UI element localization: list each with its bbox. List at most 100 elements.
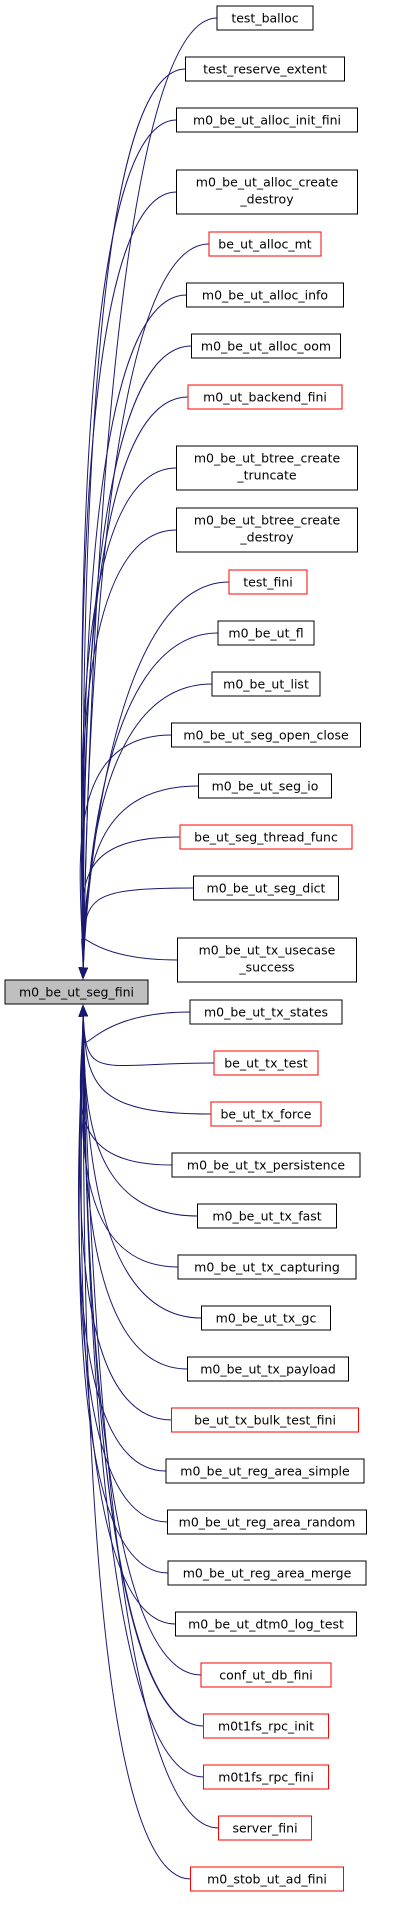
- caller-node[interactable]: be_ut_seg_thread_func: [179, 824, 353, 850]
- caller-node-label: m0_be_ut_alloc_init_fini: [193, 113, 341, 128]
- caller-node-box: [176, 445, 358, 491]
- caller-node[interactable]: m0_be_ut_tx_states: [189, 999, 343, 1025]
- call-edge: [79, 1005, 173, 1166]
- call-edge-arrowhead: [78, 1004, 89, 1017]
- caller-node[interactable]: m0_be_ut_alloc_info: [186, 282, 344, 308]
- caller-node[interactable]: m0_be_ut_tx_persistence: [171, 1152, 361, 1178]
- root-node-label: m0_be_ut_seg_fini: [19, 985, 134, 1000]
- caller-node-box: [187, 1356, 349, 1382]
- caller-node-box: [210, 1101, 322, 1127]
- call-edges: [78, 17, 230, 1880]
- caller-node-label: m0_be_ut_btree_create: [194, 513, 341, 528]
- caller-node[interactable]: m0_be_ut_reg_area_simple: [165, 1458, 365, 1484]
- caller-node-label: m0_be_ut_alloc_info: [202, 288, 328, 303]
- caller-node[interactable]: m0_be_ut_seg_io: [198, 773, 332, 799]
- caller-node-label: m0_be_ut_seg_io: [212, 779, 319, 794]
- caller-node-label: m0_be_ut_dtm0_log_test: [188, 1617, 344, 1632]
- caller-node-label: m0t1fs_rpc_init: [218, 1719, 314, 1734]
- caller-node[interactable]: m0_be_ut_tx_usecase_success: [177, 937, 357, 983]
- caller-node-box: [189, 999, 343, 1025]
- caller-node-box: [228, 569, 308, 595]
- caller-node[interactable]: m0_stob_ut_ad_fini: [190, 1866, 344, 1892]
- caller-node-box: [203, 1764, 329, 1790]
- call-edge-arrowhead: [78, 967, 89, 980]
- caller-node[interactable]: m0_be_ut_reg_area_merge: [167, 1560, 367, 1586]
- caller-node[interactable]: conf_ut_db_fini: [200, 1662, 332, 1688]
- caller-nodes: test_balloc test_reserve_extent m0_be_ut_a…: [165, 5, 367, 1892]
- call-edge: [82, 1005, 191, 1880]
- caller-node[interactable]: be_ut_tx_bulk_test_fini: [171, 1407, 359, 1433]
- root-node[interactable]: m0_be_ut_seg_fini: [4, 979, 149, 1005]
- caller-node[interactable]: be_ut_tx_test: [213, 1050, 319, 1076]
- caller-node-box: [200, 1662, 332, 1688]
- root-node-box: [4, 979, 149, 1005]
- caller-node-box: [176, 169, 358, 215]
- caller-node[interactable]: m0_be_ut_btree_create_truncate: [176, 445, 358, 491]
- caller-node[interactable]: be_ut_alloc_mt: [208, 231, 322, 257]
- caller-node-box: [211, 671, 321, 697]
- caller-node-label: _success: [238, 960, 294, 975]
- caller-node-label: be_ut_tx_test: [224, 1056, 308, 1071]
- caller-node-label: m0_be_ut_tx_states: [204, 1005, 328, 1020]
- caller-node-label: m0_be_ut_reg_area_simple: [180, 1464, 350, 1479]
- caller-node[interactable]: server_fini: [218, 1815, 312, 1841]
- caller-node[interactable]: m0_be_ut_seg_dict: [193, 875, 339, 901]
- caller-node[interactable]: m0_be_ut_btree_create _destroy: [176, 507, 358, 553]
- caller-node-label: m0_be_ut_tx_persistence: [187, 1158, 346, 1173]
- caller-node-box: [171, 1407, 359, 1433]
- caller-node-box: [190, 1866, 344, 1892]
- call-edge: [80, 191, 177, 979]
- caller-node-box: [218, 1815, 312, 1841]
- caller-node[interactable]: m0_be_ut_alloc_create _destroy: [176, 169, 358, 215]
- caller-node-box: [197, 1203, 337, 1229]
- caller-node[interactable]: m0_be_ut_tx_capturing: [177, 1254, 357, 1280]
- caller-node-box: [165, 1458, 365, 1484]
- call-edge: [82, 1005, 191, 1043]
- caller-node-box: [213, 1050, 319, 1076]
- caller-node-label: m0_be_ut_alloc_oom: [201, 339, 331, 354]
- caller-node[interactable]: m0_be_ut_alloc_init_fini: [176, 107, 358, 133]
- caller-node-label: _destroy: [239, 530, 294, 545]
- caller-node-box: [171, 722, 361, 748]
- caller-node[interactable]: m0_be_ut_tx_gc: [201, 1305, 331, 1331]
- caller-node[interactable]: m0t1fs_rpc_fini: [203, 1764, 329, 1790]
- caller-node-label: _destroy: [239, 192, 294, 207]
- call-edge: [79, 1005, 172, 1421]
- caller-node-label: m0_be_ut_tx_fast: [212, 1209, 321, 1224]
- caller-node-box: [186, 282, 344, 308]
- caller-node-label: test_balloc: [231, 11, 298, 26]
- caller-node-box: [217, 620, 315, 646]
- caller-node[interactable]: m0_be_ut_reg_area_random: [167, 1509, 367, 1535]
- caller-node[interactable]: test_fini: [228, 569, 308, 595]
- caller-node[interactable]: m0_be_ut_dtm0_log_test: [175, 1611, 357, 1637]
- caller-node-label: m0_be_ut_alloc_create: [196, 175, 339, 190]
- caller-node-label: m0_stob_ut_ad_fini: [207, 1872, 327, 1887]
- caller-node-label: m0_be_ut_fl: [228, 626, 303, 641]
- caller-node[interactable]: m0_be_ut_tx_payload: [187, 1356, 349, 1382]
- call-edge: [82, 1005, 188, 1370]
- call-edge: [81, 937, 178, 979]
- caller-node[interactable]: m0_be_ut_fl: [217, 620, 315, 646]
- caller-node-label: m0_be_ut_reg_area_merge: [183, 1566, 352, 1581]
- caller-node-label: be_ut_tx_force: [221, 1107, 312, 1122]
- caller-node-label: m0_be_ut_seg_dict: [207, 881, 326, 896]
- caller-node-box: [179, 824, 353, 850]
- caller-node[interactable]: m0_be_ut_tx_fast: [197, 1203, 337, 1229]
- caller-node[interactable]: m0_be_ut_seg_open_close: [171, 722, 361, 748]
- call-edge: [82, 887, 194, 979]
- caller-node-box: [177, 937, 357, 983]
- caller-node[interactable]: m0_ut_backend_fini: [187, 384, 343, 410]
- caller-node-label: server_fini: [232, 1821, 297, 1836]
- caller-node[interactable]: test_balloc: [216, 5, 314, 31]
- caller-node[interactable]: m0_be_ut_list: [211, 671, 321, 697]
- caller-node[interactable]: be_ut_tx_force: [210, 1101, 322, 1127]
- caller-node-label: m0_be_ut_reg_area_random: [179, 1515, 356, 1530]
- caller-node[interactable]: m0_be_ut_alloc_oom: [191, 333, 341, 359]
- caller-node[interactable]: m0t1fs_rpc_init: [203, 1713, 329, 1739]
- call-edge: [82, 1005, 219, 1829]
- caller-node-box: [201, 1305, 331, 1331]
- caller-node[interactable]: test_reserve_extent: [185, 56, 345, 82]
- call-edge: [82, 1005, 198, 1217]
- caller-node-box: [193, 875, 339, 901]
